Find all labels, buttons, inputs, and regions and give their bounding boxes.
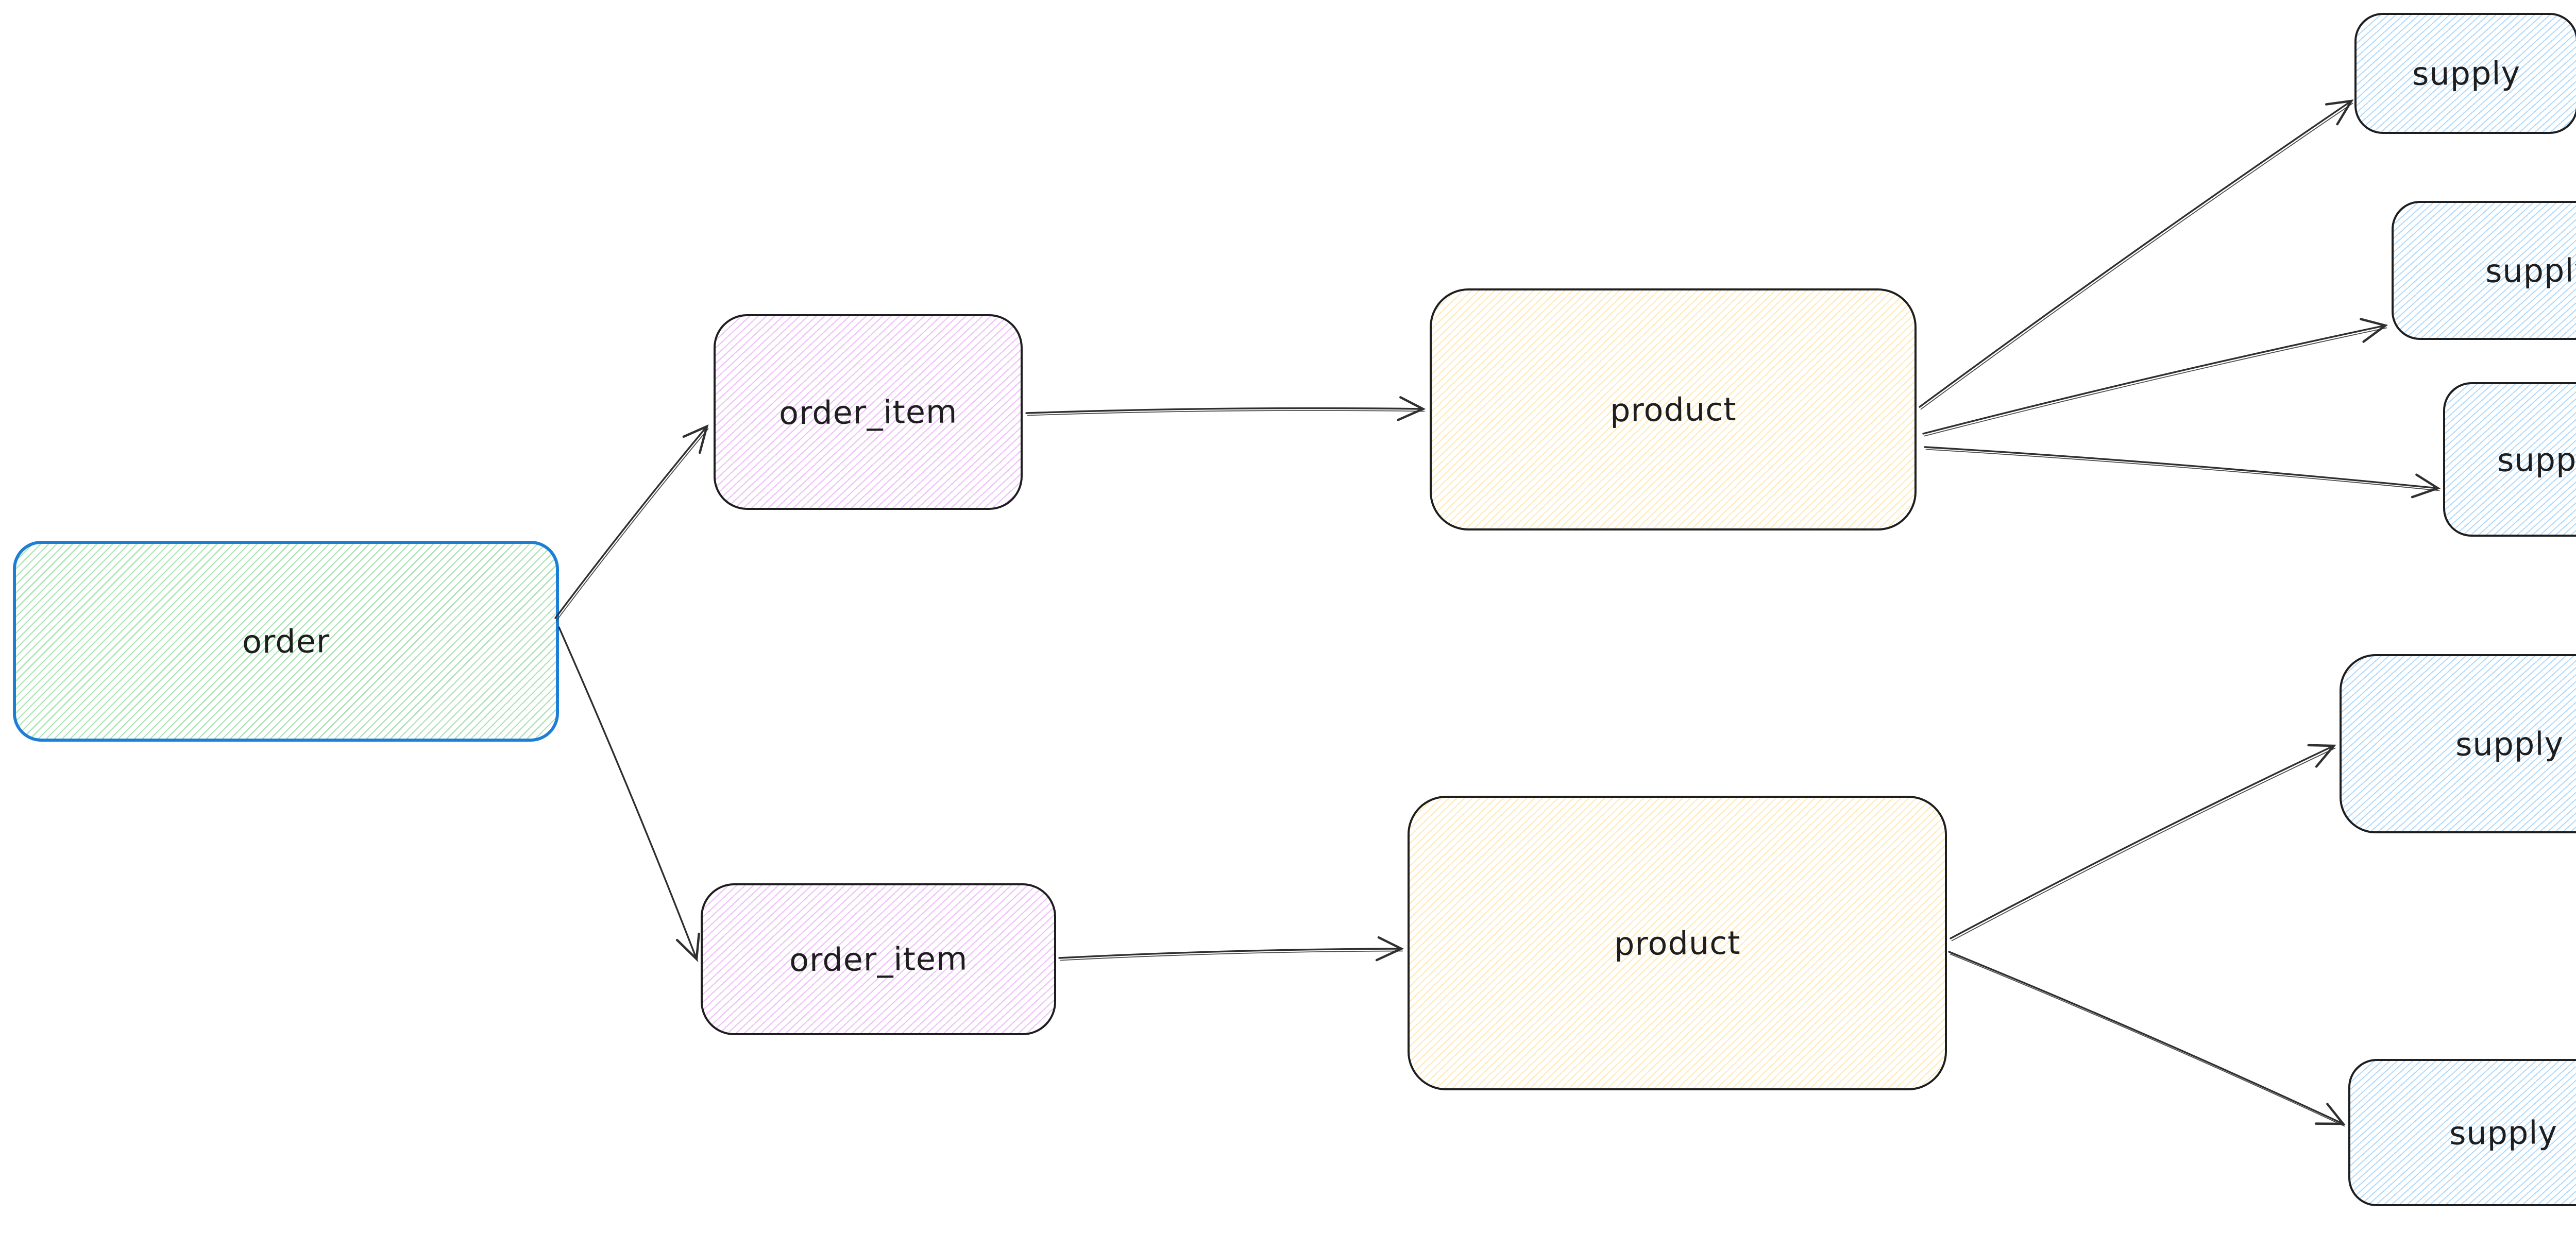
node-label: supply	[2497, 440, 2576, 479]
node-order[interactable]: order	[13, 541, 559, 742]
node-product-2[interactable]: product	[1408, 796, 1947, 1090]
node-label: supply	[2485, 251, 2576, 290]
node-order-item-2[interactable]: order_item	[701, 883, 1056, 1035]
node-label: order	[242, 622, 330, 661]
node-label: order_item	[778, 392, 958, 432]
node-label: supply	[2412, 54, 2521, 93]
node-label: product	[1614, 923, 1741, 963]
node-supply-4[interactable]: supply	[2340, 654, 2576, 833]
node-order-item-1[interactable]: order_item	[714, 314, 1023, 510]
node-product-1[interactable]: product	[1430, 288, 1917, 530]
node-supply-1[interactable]: supply	[2354, 13, 2576, 134]
node-supply-2[interactable]: supply	[2392, 201, 2576, 340]
node-label: product	[1609, 390, 1737, 429]
node-supply-5[interactable]: supply	[2348, 1059, 2576, 1206]
node-label: order_item	[789, 939, 968, 979]
node-supply-3[interactable]: supply	[2443, 382, 2576, 537]
node-label: supply	[2455, 724, 2564, 763]
node-label: supply	[2449, 1113, 2558, 1152]
